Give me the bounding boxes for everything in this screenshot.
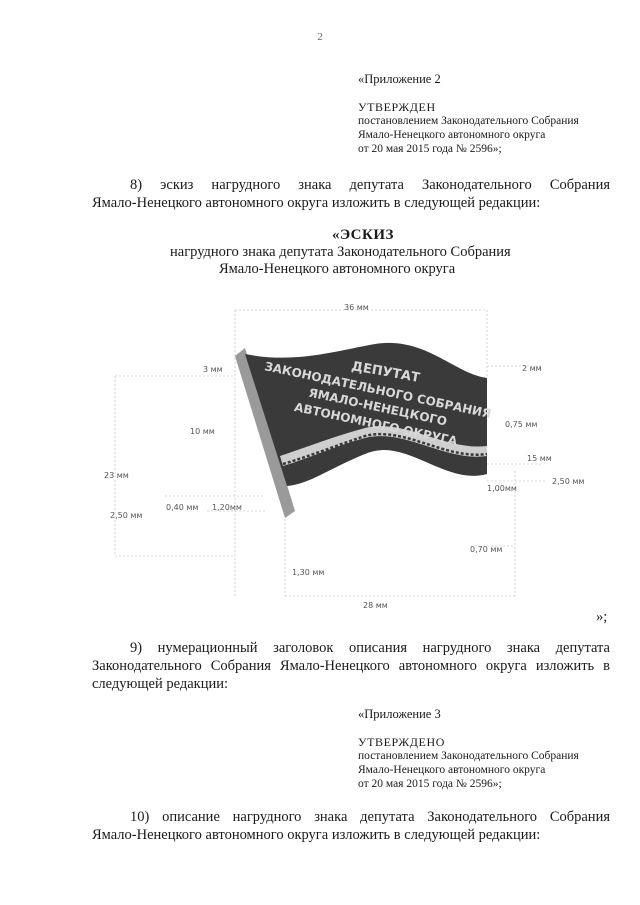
item-9-line3: следующей редакции: bbox=[92, 676, 229, 692]
appendix-2-approved: УТВЕРЖДЕН bbox=[358, 100, 436, 114]
dim-right-15: 15 мм bbox=[527, 454, 552, 463]
item-9-line1: 9) нумерационный заголовок описания нагр… bbox=[130, 640, 610, 656]
appendix-3-label: «Приложение 3 bbox=[358, 707, 441, 721]
appendix-2-line3: от 20 мая 2015 года № 2596»; bbox=[358, 143, 502, 155]
dim-right-top-2: 2 мм bbox=[522, 364, 542, 373]
dim-bottom-130: 1,30 мм bbox=[292, 568, 325, 577]
dim-bottom-28: 28 мм bbox=[363, 601, 388, 610]
dim-right-100: 1,00мм bbox=[487, 484, 517, 493]
page-number: 2 bbox=[317, 31, 323, 43]
appendix-2-label: «Приложение 2 bbox=[358, 72, 441, 86]
appendix-3-approved: УТВЕРЖДЕНО bbox=[358, 735, 446, 749]
dim-mid-120: 1,20мм bbox=[212, 503, 242, 512]
dim-left-250: 2,50 мм bbox=[110, 511, 143, 520]
sketch-closing: »; bbox=[596, 609, 608, 625]
item-10-line1: 10) описание нагрудного знака депутата З… bbox=[130, 809, 610, 825]
dim-right-075: 0,75 мм bbox=[505, 420, 538, 429]
item-8-line2: Ямало-Ненецкого автономного округа излож… bbox=[92, 195, 541, 211]
ornament-pattern bbox=[282, 433, 488, 466]
flag-pole bbox=[235, 348, 295, 518]
dim-top-36: 36 мм bbox=[344, 303, 369, 312]
item-10-line2: Ямало-Ненецкого автономного округа излож… bbox=[92, 827, 541, 843]
dim-left-23: 23 мм bbox=[104, 471, 129, 480]
dimension-lines bbox=[114, 309, 545, 597]
appendix-3-line2: Ямало-Ненецкого автономного округа bbox=[358, 764, 546, 776]
sketch-subtitle-2: Ямало-Ненецкого автономного округа bbox=[219, 261, 456, 277]
dim-height-10: 10 мм bbox=[190, 427, 215, 436]
item-8-line1: 8) эскиз нагрудного знака депутата Закон… bbox=[130, 177, 610, 193]
badge-sketch-drawing: ДЕПУТАТ ЗАКОНОДАТЕЛЬНОГО СОБРАНИЯ ЯМАЛО-… bbox=[114, 309, 545, 597]
appendix-2-line2: Ямало-Ненецкого автономного округа bbox=[358, 129, 546, 141]
dim-bottom-070: 0,70 мм bbox=[470, 545, 503, 554]
sketch-title: «ЭСКИЗ bbox=[332, 227, 394, 243]
sketch-subtitle-1: нагрудного знака депутата Законодательно… bbox=[170, 244, 511, 260]
dim-pole-top-3: 3 мм bbox=[203, 365, 223, 374]
dim-mid-040: 0,40 мм bbox=[166, 503, 199, 512]
appendix-2-line1: постановлением Законодательного Собрания bbox=[358, 115, 579, 127]
appendix-3-line3: от 20 мая 2015 года № 2596»; bbox=[358, 778, 502, 790]
dim-right-250: 2,50 мм bbox=[552, 477, 585, 486]
appendix-3-line1: постановлением Законодательного Собрания bbox=[358, 750, 579, 762]
item-9-line2: Законодательного Собрания Ямало-Ненецког… bbox=[92, 658, 610, 674]
